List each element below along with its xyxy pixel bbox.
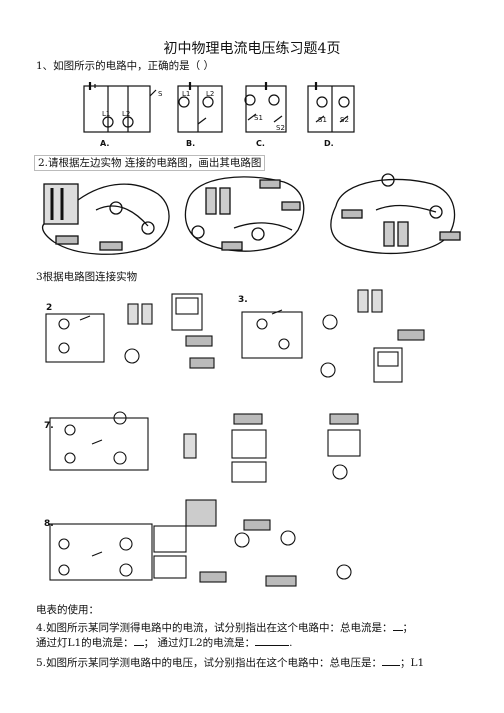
q4-line2a-text: 通过灯L1的电流是： [36, 637, 134, 649]
option-d-label: D. [324, 139, 334, 148]
label-s1-c: S1 [254, 114, 263, 122]
label-s: S [158, 90, 163, 98]
problem-3-number: 3. [238, 295, 248, 305]
physical-circuit-1 [41, 183, 170, 255]
option-c-label: C. [256, 139, 265, 148]
circuit-option-d [307, 82, 355, 133]
label-s2-c: S2 [276, 124, 285, 132]
physical-circuit-3 [330, 173, 461, 254]
problem-7-number: 7. [44, 421, 54, 431]
circuit-problem-2 [45, 293, 215, 369]
physical-circuit-2 [184, 176, 305, 252]
label-l1-b: L1 [182, 90, 190, 98]
option-a-label: A. [100, 139, 109, 148]
q3-circuit-and-parts: 2 3. 7. 8. [44, 289, 425, 587]
q4-line2-end: . [289, 637, 293, 649]
problem-2-number: 2 [46, 303, 52, 313]
label-l2: L2 [122, 110, 130, 118]
label-s2-d: S2 [340, 116, 349, 124]
q1-circuit-options: S L1 L2 L1 L2 S1 S2 S1 S2 A. B. C. D. [83, 82, 355, 148]
label-s1-d: S1 [318, 116, 327, 124]
circuit-option-b [177, 82, 223, 133]
question-2-prompt: 2.请根据左边实物 连接的电路图，画出其电路图 [34, 155, 266, 171]
page-title: 初中物理电流电压练习题4页 [163, 41, 341, 57]
option-b-label: B. [186, 139, 195, 148]
q2-physical-circuits [41, 173, 461, 255]
q5-total-voltage-blank [382, 655, 401, 666]
circuit-problem-8 [49, 499, 352, 587]
problem-8-number: 8. [44, 519, 54, 529]
meter-usage-heading: 电表的使用： [36, 604, 99, 616]
q5-line1-text: 5.如图所示某同学测电路中的电压，试分别指出在这个电路中：总电压是： [36, 657, 383, 669]
circuit-option-a [83, 82, 157, 133]
circuit-option-c [244, 82, 287, 133]
q4-line1-text: 4.如图所示某同学测得电路中的电流，试分别指出在这个电路中：总电流是： [36, 622, 393, 634]
q5-line1-end: ；L1 [400, 657, 425, 669]
label-l1: L1 [102, 110, 110, 118]
question-1-prompt: 1、如图所示的电路中，正确的是（ ） [36, 60, 215, 72]
circuit-problem-3 [241, 289, 425, 383]
label-l2-b: L2 [206, 90, 214, 98]
question-3-prompt: 3根据电路图连接实物 [36, 271, 138, 283]
question-4-line-1: 4.如图所示某同学测得电路中的电流，试分别指出在这个电路中：总电流是： ； [36, 620, 413, 635]
q4-line1-end: ； [402, 622, 414, 634]
circuit-problem-7 [49, 411, 361, 483]
q4-total-current-blank [392, 620, 403, 631]
question-4-line-2: 通过灯L1的电流是： ； 通过灯L2的电流是：. [36, 635, 293, 650]
question-5-line-1: 5.如图所示某同学测电路中的电压，试分别指出在这个电路中：总电压是： ；L1 [36, 655, 424, 670]
q4-l1-current-blank [133, 635, 144, 646]
q4-l2-current-blank [255, 635, 290, 646]
q4-line2b-text: ； 通过灯L2的电流是： [143, 637, 256, 649]
